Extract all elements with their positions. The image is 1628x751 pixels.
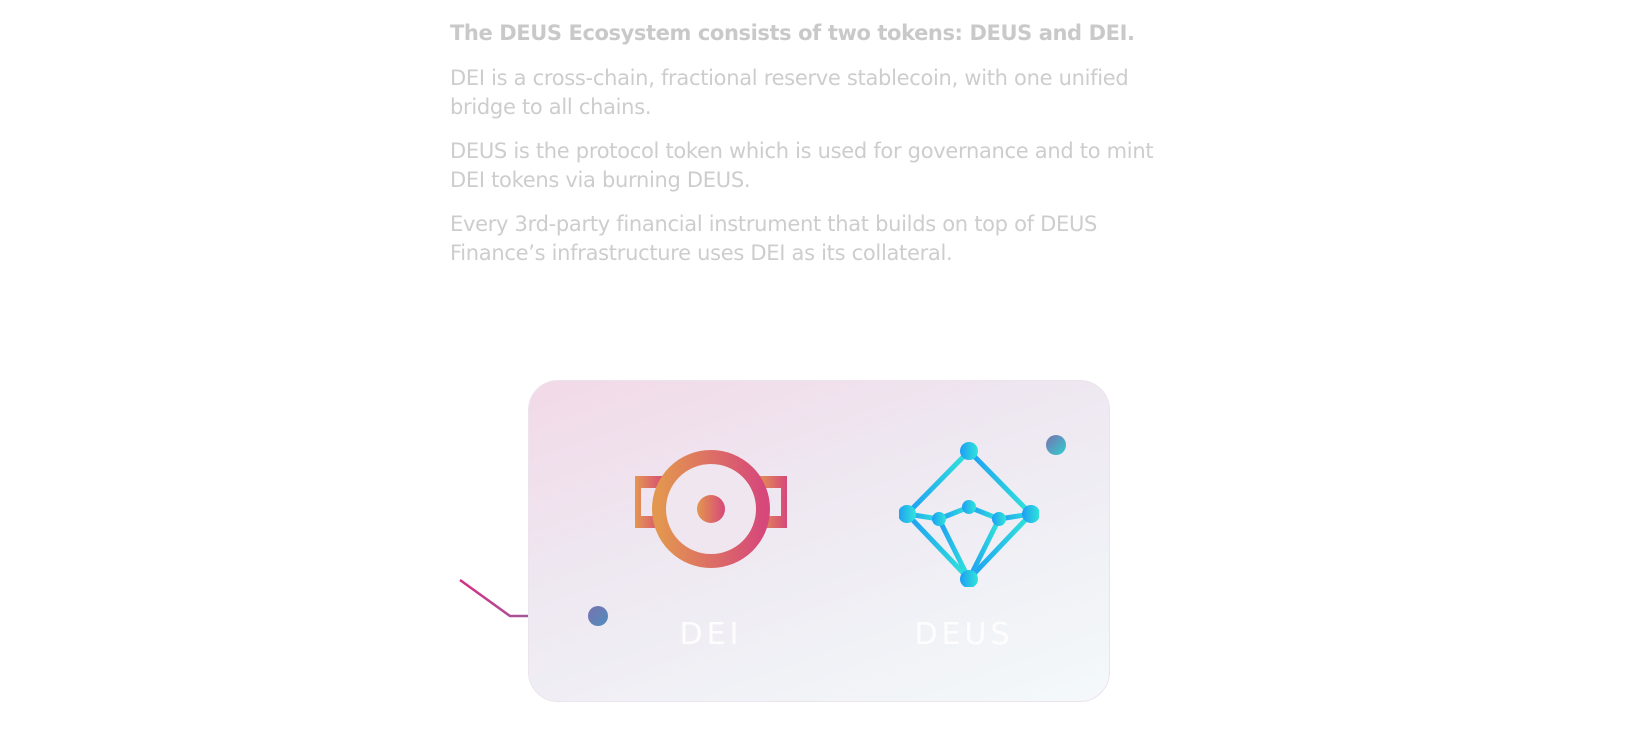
- deus-description: DEUS is the protocol token which is used…: [450, 139, 1154, 192]
- dei-logo-icon: [635, 450, 787, 568]
- right-connector-dot: [1046, 435, 1066, 455]
- collateral-description: Every 3rd-party financial instrument tha…: [450, 212, 1098, 265]
- left-connector-dot: [588, 606, 608, 626]
- dei-label: DEI: [679, 617, 743, 652]
- deus-logo-icon: [899, 442, 1039, 587]
- deus-label: DEUS: [914, 617, 1014, 652]
- dei-description: DEI is a cross-chain, fractional reserve…: [450, 66, 1129, 119]
- tokens-card: DEI: [528, 380, 1110, 702]
- ecosystem-description: The DEUS Ecosystem consists of two token…: [450, 18, 1190, 283]
- ecosystem-heading: The DEUS Ecosystem consists of two token…: [450, 21, 1135, 45]
